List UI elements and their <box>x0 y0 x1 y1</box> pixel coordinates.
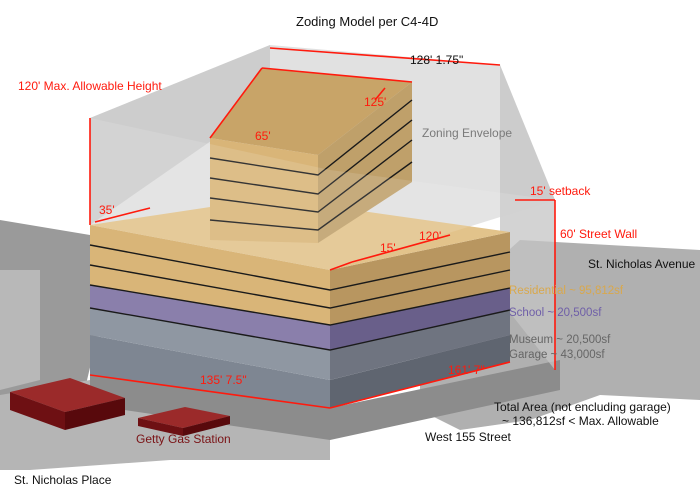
tower-floor-lines <box>209 99 413 231</box>
getty-gas-station-label: Getty Gas Station <box>136 432 231 446</box>
gas-station-block-right-top <box>138 407 230 428</box>
museum-label: Museum ~ 20,500sf <box>509 334 611 346</box>
front-length-label: 135' 7.5" <box>200 373 247 387</box>
gas-station-block-left-top <box>10 378 125 412</box>
zoning-envelope-label: Zoning Envelope <box>422 126 512 140</box>
zoning-envelope-left <box>90 45 270 225</box>
tower-roof <box>210 68 412 155</box>
garage-side-face <box>330 335 510 408</box>
podium-left-label: 35' <box>99 203 115 217</box>
zoning-envelope-front <box>90 118 555 270</box>
museum-side-face <box>330 310 510 380</box>
school-side-face <box>330 288 510 350</box>
gas-station-block-right-front <box>138 418 183 436</box>
residential-side-face <box>330 232 510 325</box>
side-length-label: 161' 7" <box>448 363 485 377</box>
tower-side-face <box>318 82 412 243</box>
podium-floor-lines <box>89 244 511 351</box>
setback-label: 15' setback <box>530 184 591 198</box>
st-nicholas-place-label: St. Nicholas Place <box>14 473 112 487</box>
residential-label: Residential ~ 95,812sf <box>509 285 624 297</box>
total-area-line1: Total Area (not encluding garage) <box>494 400 671 414</box>
school-label: School ~ 20,500sf <box>509 307 602 319</box>
residential-front-face <box>90 225 330 325</box>
gas-station-block-left-side <box>65 398 125 430</box>
diagram-title: Zoding Model per C4-4D <box>296 14 438 29</box>
top-width-label: 128' 1.75" <box>410 53 463 67</box>
dimension-lines <box>89 47 556 409</box>
zoning-envelope-right <box>500 65 555 370</box>
garage-front-face <box>90 335 330 408</box>
total-area-line2: ~ 136,812sf < Max. Allowable <box>502 414 659 428</box>
tower-width-label: 65' <box>255 129 271 143</box>
tower-setback-label: 15' <box>380 241 396 255</box>
podium-depth-label: 120' <box>419 229 441 243</box>
garage-label: Garage ~ 43,000sf <box>509 349 605 361</box>
tower-front-face <box>210 138 318 243</box>
tower-depth-label: 125' <box>364 95 386 109</box>
max-height-label: 120' Max. Allowable Height <box>18 79 162 93</box>
gas-station-block-left-front <box>10 392 65 430</box>
gas-station-block-right-side <box>183 416 230 436</box>
west-155-street-label: West 155 Street <box>425 430 511 444</box>
school-front-face <box>90 285 330 350</box>
ground-left-light <box>0 270 40 390</box>
museum-front-face <box>90 308 330 380</box>
st-nicholas-avenue-label: St. Nicholas Avenue <box>588 257 696 271</box>
street-wall-label: 60' Street Wall <box>560 227 637 241</box>
